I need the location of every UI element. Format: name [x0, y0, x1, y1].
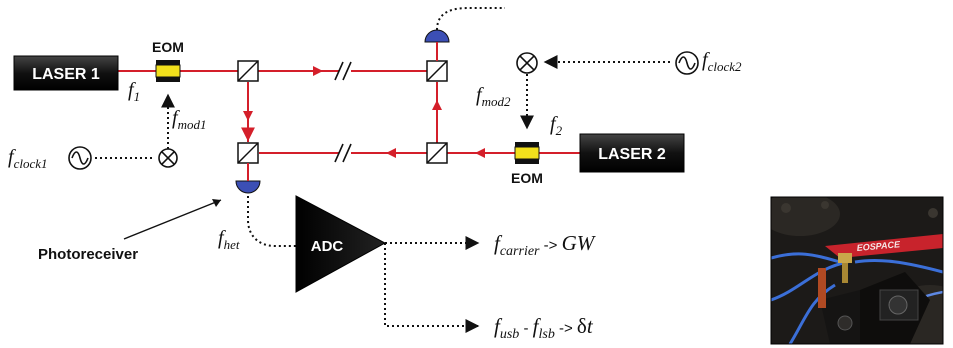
- photodetector-bottom: [235, 163, 261, 194]
- eom-right-label: EOM: [511, 170, 543, 186]
- fhet-line: [247, 196, 296, 247]
- label-fclock2: fclock2: [702, 49, 742, 74]
- label-fmod2: fmod2: [476, 84, 511, 109]
- beam-arrow-bottom-right: [475, 148, 485, 158]
- adc-label: ADC: [311, 238, 344, 255]
- output-carrier: fcarrier -> GW: [494, 231, 597, 259]
- mixer-left: [158, 148, 178, 168]
- label-f1: f1: [128, 79, 140, 104]
- top-detector-output: [436, 7, 505, 31]
- signal-lines: [95, 7, 670, 333]
- label-fclock1: fclock1: [8, 146, 47, 171]
- beam-arrow-bottom-mid: [386, 148, 396, 158]
- mixer-right: [516, 52, 538, 74]
- beam-splitter-3: [237, 142, 259, 164]
- label-f2: f2: [550, 113, 563, 138]
- photodetector-top: [424, 29, 450, 61]
- eom-left-label: EOM: [152, 39, 184, 55]
- beam-arrow-right-up: [432, 100, 442, 110]
- frequency-labels: f1 fmod1 fclock1 fclock2 fmod2 f2 fhet: [8, 49, 742, 252]
- label-fmod1: fmod1: [172, 107, 206, 132]
- laser-2-label: LASER 2: [598, 146, 666, 163]
- sideband-out-line: [384, 243, 480, 333]
- photo-brand-label: EOSPACE: [856, 239, 901, 253]
- photoreceiver-label: Photoreceiver: [38, 246, 138, 263]
- path-break-marks: [334, 61, 352, 163]
- laser-1-label: LASER 1: [32, 66, 100, 83]
- output-sidebands: fusb - flsb -> δt: [494, 314, 594, 342]
- oscillator-clock2: [675, 51, 699, 75]
- oscillator-clock1: [68, 146, 92, 170]
- beam-paths: [118, 70, 580, 154]
- adc: ADC: [295, 195, 387, 293]
- photoreceiver-callout: Photoreceiver: [38, 199, 222, 263]
- beam-splitter-1: [237, 60, 259, 82]
- break-bottom-2: [342, 143, 352, 163]
- beam-arrowheads: [243, 66, 485, 158]
- beam-splitter-4: [426, 142, 448, 164]
- eom-left: EOM: [152, 39, 184, 82]
- beam-arrow-top: [313, 66, 323, 76]
- label-fhet: fhet: [218, 227, 240, 252]
- laser-2: LASER 2: [579, 133, 685, 173]
- break-top-1: [334, 61, 344, 81]
- break-bottom-1: [334, 143, 344, 163]
- beam-arrow-left-down: [243, 111, 253, 121]
- eom-photo: EOSPACE: [770, 196, 944, 345]
- eom-right: EOM: [511, 142, 543, 186]
- break-top-2: [342, 61, 352, 81]
- laser-1: LASER 1: [13, 55, 119, 91]
- beam-splitter-2: [426, 60, 448, 82]
- beam-splitters: [237, 60, 448, 164]
